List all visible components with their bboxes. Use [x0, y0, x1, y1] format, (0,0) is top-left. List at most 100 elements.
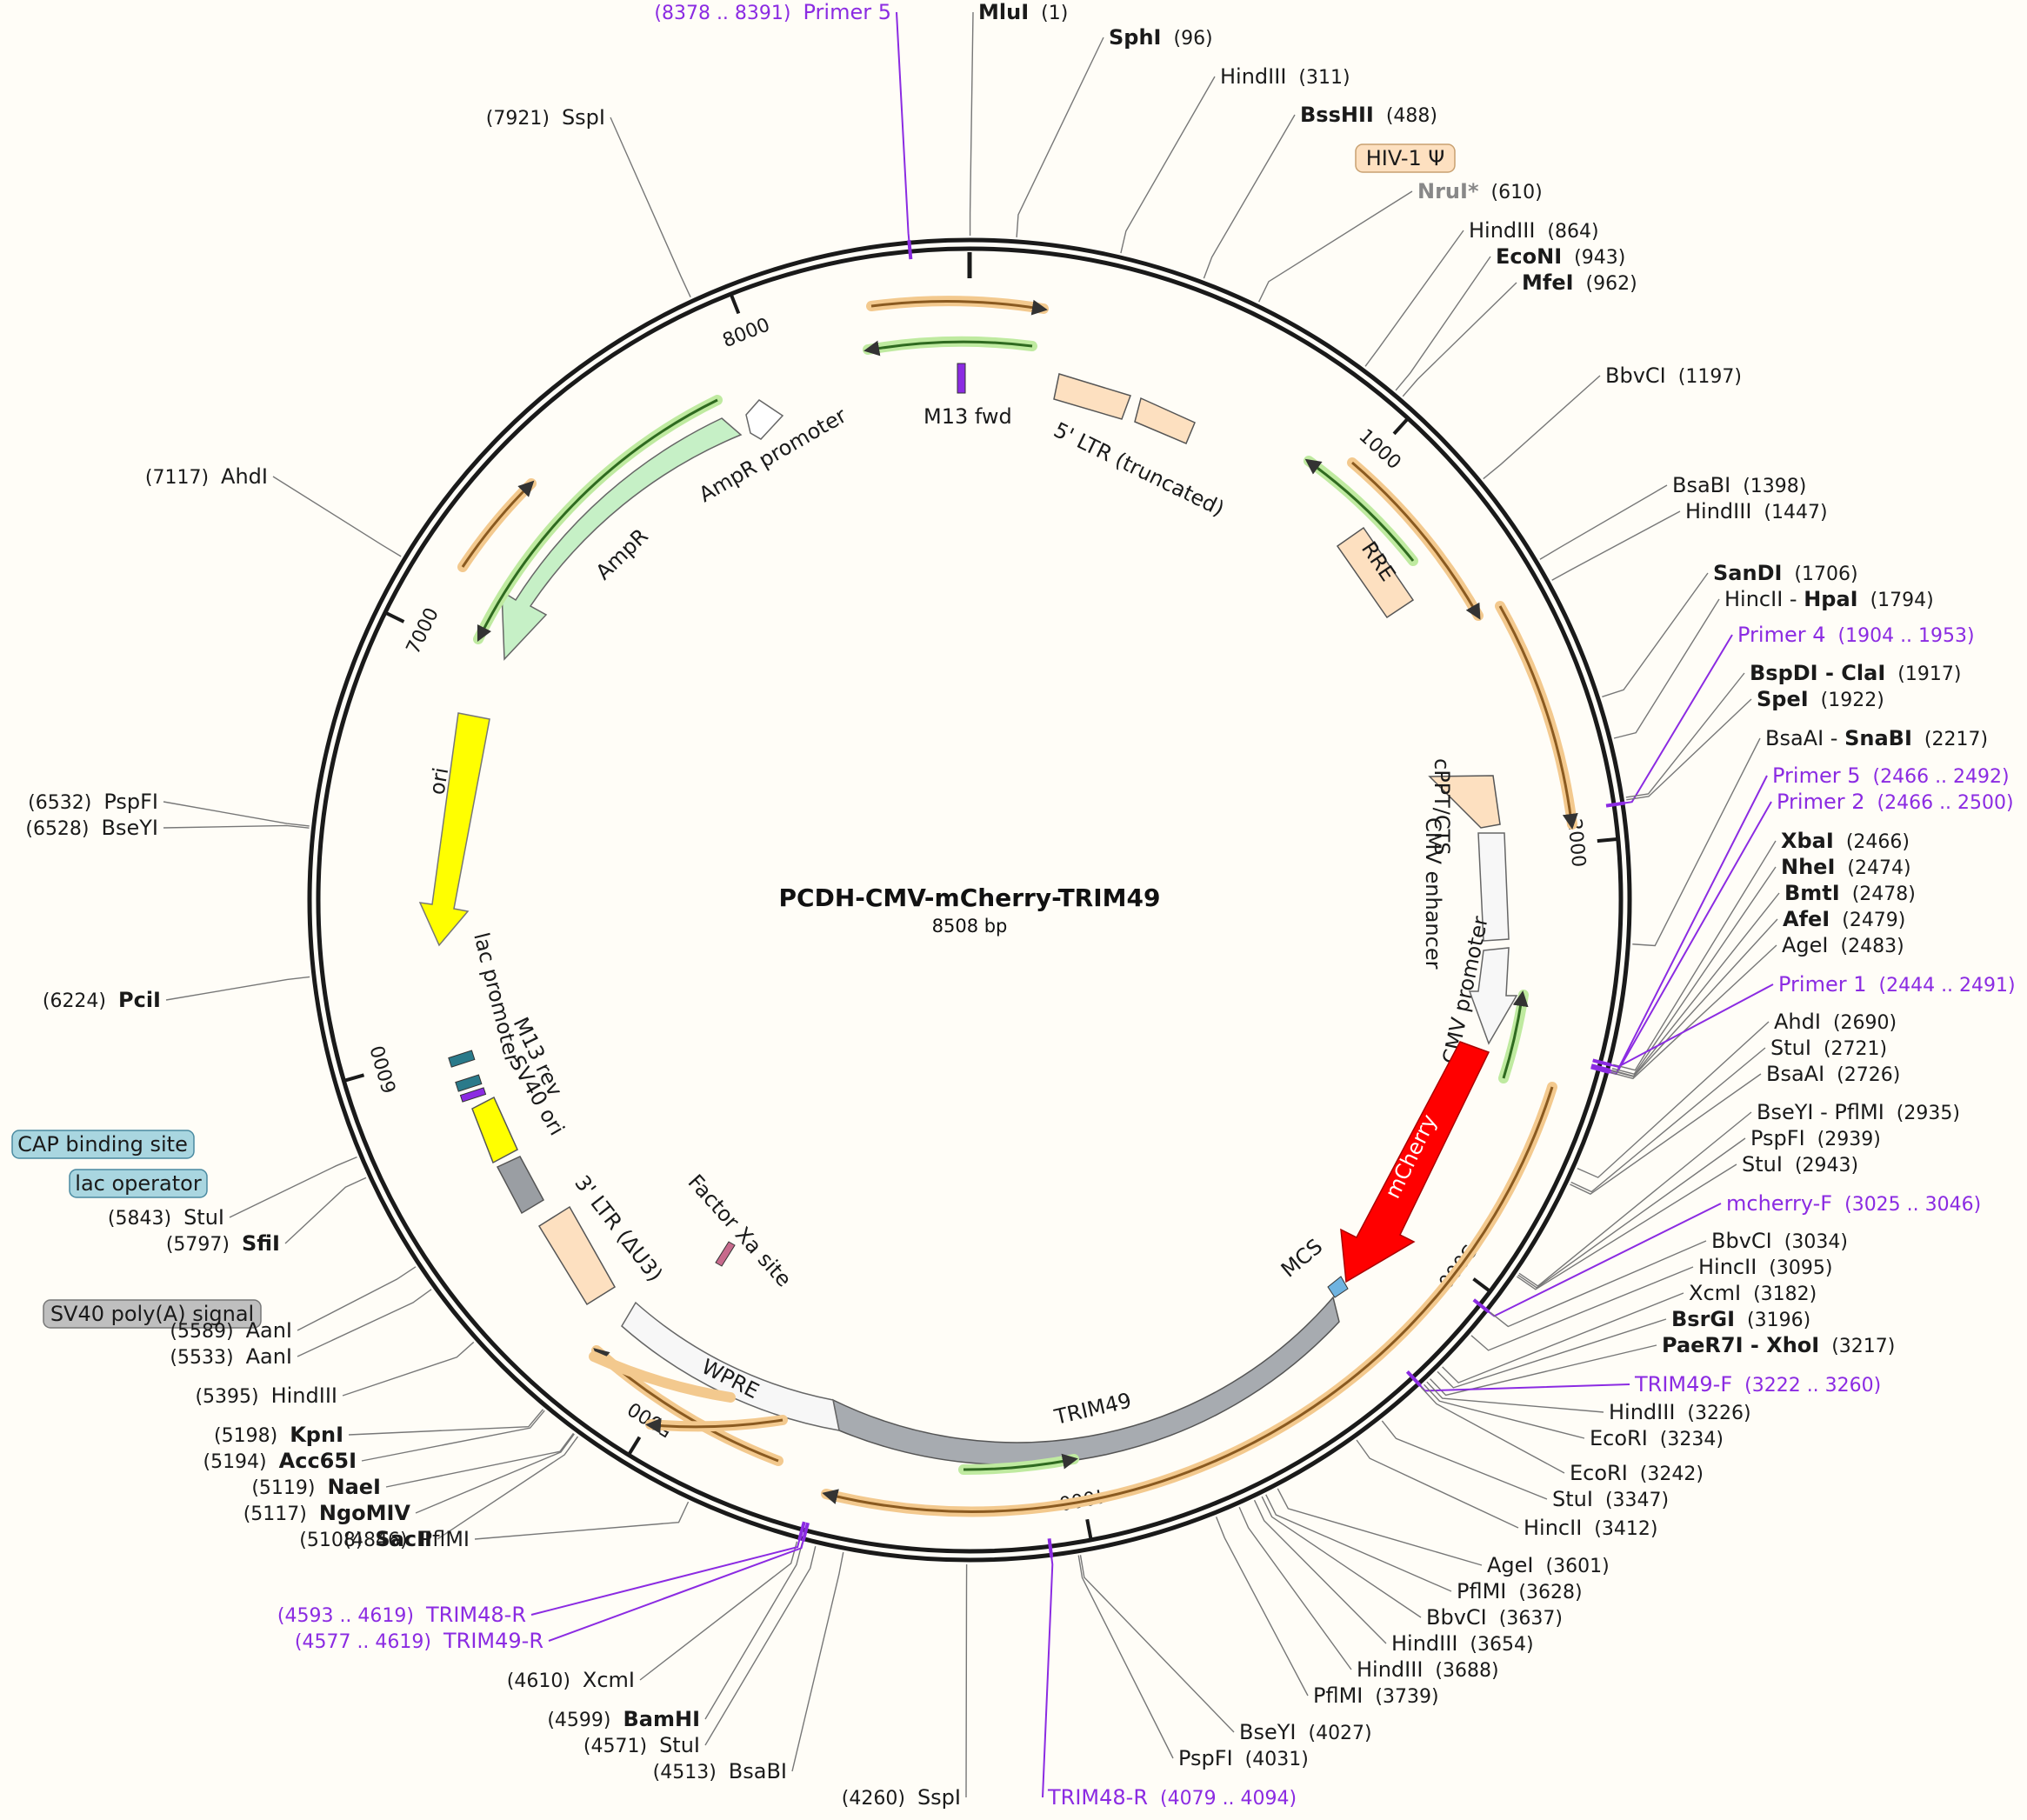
site-label: (6532)PspFI: [28, 790, 158, 814]
site-leader: [1381, 1420, 1548, 1500]
site-leader: [704, 1545, 817, 1746]
site-leader: [639, 1541, 798, 1681]
primer-mark: [1592, 1058, 1612, 1067]
site-leader: [1610, 944, 1777, 1080]
ampr-label: AmpR: [591, 523, 653, 584]
site-leader: [1577, 1021, 1770, 1178]
site-leader: [1442, 1292, 1684, 1383]
site-label: XcmI(3182): [1689, 1281, 1817, 1305]
primer-label: mcherry-F(3025 .. 3046): [1726, 1191, 1981, 1216]
cmv-enhancer-label: CMV enhancer: [1421, 817, 1445, 970]
cmv-enhancer-feature: [1477, 832, 1510, 942]
primer-label: Primer 5(2466 .. 2492): [1772, 763, 2010, 788]
site-label: AgeI(3601): [1487, 1553, 1610, 1577]
site-label: BbvCI(3637): [1426, 1605, 1563, 1630]
site-leader: [163, 801, 310, 827]
primer-mark: [1590, 1063, 1610, 1072]
site-label: HindIII(1447): [1685, 499, 1828, 523]
m13-rev-feature: [459, 1087, 487, 1103]
ampr-feature: [501, 417, 743, 661]
orf-arrow-bottom-5-core: [645, 1417, 783, 1434]
site-label: BsrGI(3196): [1671, 1307, 1810, 1331]
site-leader: [969, 11, 974, 237]
orf-arrow-top-2-core: [863, 340, 1033, 357]
site-leader: [1570, 1047, 1766, 1193]
mcs-feature: [1327, 1276, 1349, 1298]
ltr5-feature-a: [1053, 373, 1131, 420]
site-leader: [284, 1177, 367, 1244]
tick-mark: [343, 1073, 365, 1083]
svg-text:HIV-1 Ψ: HIV-1 Ψ: [1366, 146, 1445, 170]
site-label: PflMI(3628): [1457, 1579, 1583, 1603]
site-label: SphI(96): [1109, 25, 1213, 50]
site-label: EcoRI(3242): [1570, 1461, 1704, 1485]
site-leader: [297, 1266, 417, 1331]
primer-mark: [1472, 1298, 1490, 1314]
site-leader: [1570, 1073, 1762, 1195]
site-label: HindIII(3688): [1357, 1657, 1499, 1682]
boxed-label-cap: CAP binding site: [11, 1130, 195, 1159]
primer-label: Primer 2(2466 .. 2500): [1777, 790, 2014, 814]
orf-arrow-bottom-4: [589, 1351, 736, 1403]
orf-arrow-bottom-2-core: [963, 1453, 1078, 1471]
site-label: (5843)StuI: [108, 1205, 224, 1230]
site-leader: [1484, 1203, 1722, 1317]
site-leader: [1539, 484, 1668, 560]
site-label: (6224)PciI: [43, 988, 161, 1012]
site-label: (5194)Acc65I: [203, 1449, 357, 1473]
tick-mark: [627, 1436, 642, 1457]
site-leader: [1420, 1386, 1565, 1474]
primer-label: (8378 .. 8391)Primer 5: [654, 0, 891, 24]
site-leader: [1490, 1240, 1707, 1328]
site-leader: [272, 476, 402, 557]
site-leader: [437, 1436, 579, 1540]
site-leader: [1518, 1111, 1752, 1287]
site-label: (4610)XcmI: [507, 1668, 635, 1692]
backbone-outer: [307, 237, 1632, 1563]
orf-arrow-right-4-core: [1502, 990, 1529, 1079]
primer-label: (4593 .. 4619)TRIM48-R: [277, 1603, 526, 1627]
site-label: (4599)BamHI: [547, 1707, 700, 1731]
site-label: StuI(3347): [1552, 1487, 1669, 1511]
site-label: (5395)HindIII: [195, 1383, 337, 1408]
ori-label: ori: [424, 765, 453, 797]
site-label: EcoNI(943): [1496, 244, 1625, 269]
site-leader: [1430, 1344, 1657, 1397]
site-leader: [704, 1543, 803, 1720]
site-label: NruI*(610): [1417, 179, 1543, 203]
site-label: BbvCI(1197): [1605, 363, 1742, 388]
site-label: (4571)StuI: [583, 1733, 700, 1757]
tick-mark: [1392, 417, 1410, 436]
site-leader: [1625, 672, 1745, 798]
site-labels: MluI(1)SphI(96)HindIII(311)BssHII(488)Nr…: [25, 0, 2015, 1810]
map-title: PCDH-CMV-mCherry-TRIM49: [779, 883, 1161, 912]
m13-fwd-label: M13 fwd: [923, 404, 1012, 429]
site-leader: [791, 1551, 844, 1772]
cap-feature: [448, 1050, 476, 1068]
site-label: MfeI(962): [1522, 270, 1637, 295]
site-label: AhdI(2690): [1774, 1010, 1897, 1034]
site-label: EcoRI(3234): [1590, 1426, 1724, 1450]
site-lines: [163, 11, 1780, 1798]
lac-operator-feature: [455, 1074, 483, 1092]
site-label: BseYI(4027): [1239, 1720, 1372, 1744]
tick-mark: [729, 293, 741, 315]
site-label: (6528)BseYI: [25, 816, 158, 840]
site-label: PflMI(3739): [1313, 1683, 1439, 1708]
site-leader: [1356, 1439, 1519, 1529]
site-leader: [1632, 737, 1761, 947]
factor-xa-label: Factor Xa site: [683, 1170, 797, 1291]
site-leader: [1402, 282, 1517, 397]
site-label: (5117)NgoMIV: [243, 1501, 411, 1525]
lac-promoter-label: lac promoter: [469, 930, 524, 1066]
site-leader: [361, 1410, 545, 1462]
site-leader: [1277, 1488, 1483, 1566]
sv40-ori-feature: [471, 1096, 518, 1164]
site-label: (5589)AanI: [170, 1318, 292, 1343]
site-label: (4846)PflMI: [343, 1527, 470, 1551]
site-leader: [1261, 1496, 1422, 1618]
site-leader: [1079, 1555, 1235, 1733]
site-leader: [1426, 1381, 1604, 1413]
site-leader: [1613, 598, 1720, 739]
